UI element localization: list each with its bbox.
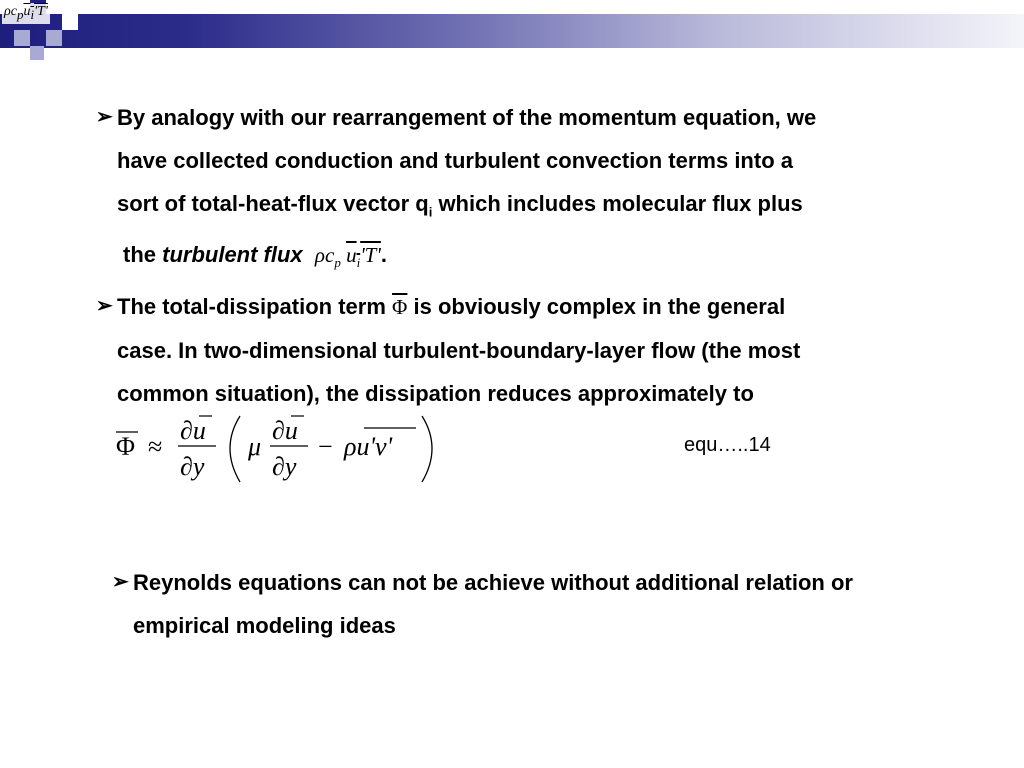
bullet1-line2: have collected conduction and turbulent …: [117, 148, 793, 173]
the-word: the: [123, 242, 156, 268]
svg-text:μ: μ: [247, 432, 261, 461]
bullet2-line1-b: is obviously complex in the general: [413, 293, 786, 319]
bullet2-line2: case. In two-dimensional turbulent-bound…: [117, 337, 801, 363]
header-square-white: [62, 14, 78, 30]
arrow-bullet-icon: ➢: [96, 294, 113, 317]
phi-symbol: Φ: [392, 294, 408, 319]
svg-text:∂u: ∂u: [272, 416, 298, 445]
equation-number-label: equ…..14: [684, 434, 771, 456]
period: .: [380, 242, 387, 268]
bullet1-line3: sort of total-heat-flux vector qi which …: [96, 182, 996, 233]
turbulent-flux-text: turbulent flux: [162, 242, 303, 268]
bullet2-line1-a: The total-dissipation term: [117, 293, 386, 319]
bullet1-line4: the turbulent flux ρcp ui'T'.: [96, 233, 996, 284]
header-square-light: [30, 46, 44, 60]
subscript-i: i: [428, 204, 433, 220]
svg-text:∂y: ∂y: [272, 452, 297, 481]
svg-text:∂u: ∂u: [180, 416, 206, 445]
bullet-paragraph-1: ➢ By analogy with our rearrangement of t…: [96, 96, 996, 285]
dissipation-equation: Φ ≈ ∂u ∂y μ ∂u ∂y − ρu'v': [112, 410, 812, 486]
bullet1-line1: By analogy with our rearrangement of the…: [117, 105, 817, 130]
bullet2-line1: The total-dissipation term Φ is obviousl…: [96, 285, 996, 329]
slide-content: ➢ By analogy with our rearrangement of t…: [96, 96, 996, 415]
svg-text:−: −: [318, 432, 333, 461]
header-logo-formula: ρcpui'T': [2, 3, 50, 24]
header-square-light: [14, 30, 30, 46]
bullet-paragraph-2: ➢ The total-dissipation term Φ is obviou…: [96, 285, 996, 415]
bullet1-line3-a: sort of total-heat-flux vector q: [117, 191, 429, 216]
turbulent-flux-formula: ρcp ui'T': [314, 243, 381, 271]
arrow-bullet-icon: ➢: [96, 106, 113, 128]
svg-text:Φ: Φ: [116, 432, 135, 461]
equation-graphic: Φ ≈ ∂u ∂y μ ∂u ∂y − ρu'v': [116, 415, 433, 483]
header-square-light: [46, 30, 62, 46]
svg-text:ρu'v': ρu'v': [343, 432, 393, 461]
bullet2-line3: common situation), the dissipation reduc…: [117, 380, 754, 406]
arrow-bullet-icon: ➢: [112, 571, 129, 593]
bullet3-line1: Reynolds equations can not be achieve wi…: [133, 570, 853, 595]
svg-text:≈: ≈: [148, 432, 162, 461]
header-gradient-bar: [0, 14, 1024, 48]
bullet3-line2: empirical modeling ideas: [133, 613, 396, 638]
svg-text:∂y: ∂y: [180, 452, 205, 481]
bullet1-line3-b: which includes molecular flux plus: [438, 191, 803, 216]
bullet-paragraph-3: ➢ Reynolds equations can not be achieve …: [112, 561, 992, 647]
